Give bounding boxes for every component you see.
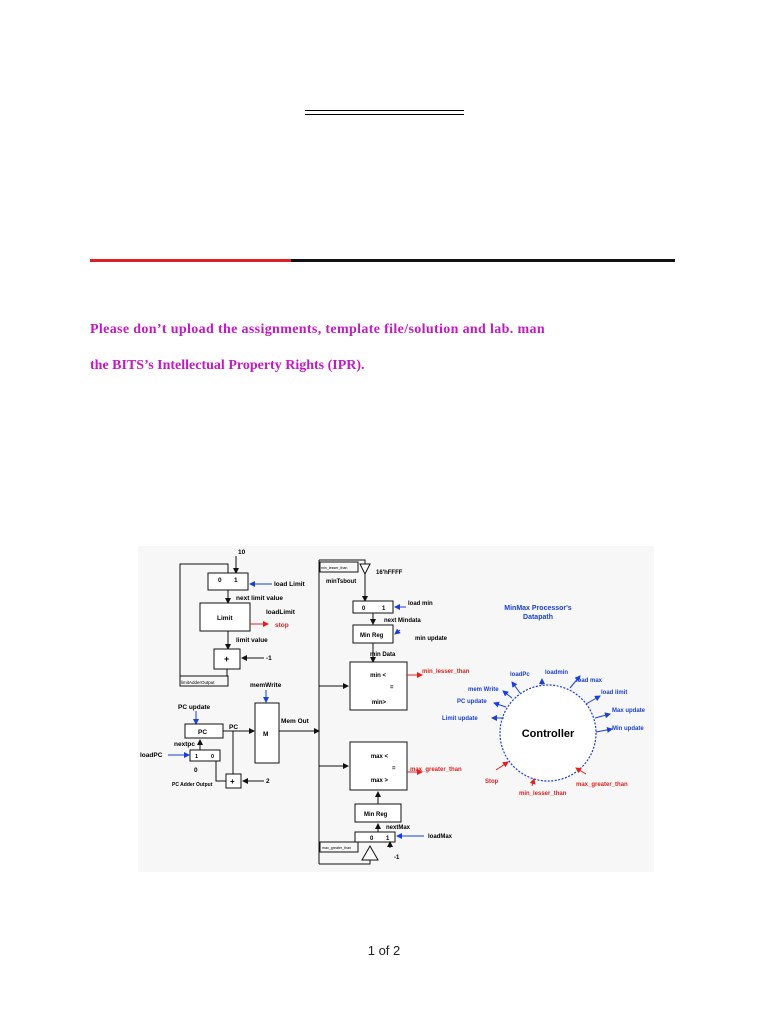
min-update-signal: min update bbox=[415, 636, 448, 642]
min-lesser-than-small: min_lesser_than bbox=[321, 566, 347, 570]
next-mindata-label: next Mindata bbox=[384, 618, 421, 624]
memwrite-signal: memWrite bbox=[250, 682, 282, 689]
diagram-title-line1: MinMax Processor's bbox=[504, 605, 572, 612]
min-cmp-gt: min> bbox=[372, 700, 387, 706]
max-comparator bbox=[349, 741, 408, 791]
max-mux-in0: 0 bbox=[370, 836, 374, 842]
max-minus-one: -1 bbox=[394, 855, 400, 861]
limit-mux-in1: 1 bbox=[234, 577, 238, 584]
min-cmp-eq: = bbox=[390, 685, 394, 691]
ctrl-in-max-greater-than: max_greater_than bbox=[576, 782, 628, 788]
max-cmp-eq: = bbox=[392, 766, 396, 772]
diagram-title-line2: Datapath bbox=[523, 614, 553, 621]
max-mux-in1: 1 bbox=[386, 836, 390, 842]
pc-zero-label: 0 bbox=[194, 767, 198, 774]
pc-adder-symbol: + bbox=[230, 777, 235, 786]
max-cmp-gt: max > bbox=[371, 778, 389, 784]
ctrl-out-load-limit: load limit bbox=[601, 690, 627, 696]
limit-register-label: Limit bbox=[217, 615, 233, 622]
next-max-label: nextMax bbox=[386, 825, 411, 831]
min-data-label: min Data bbox=[370, 652, 396, 658]
divider-red-segment bbox=[90, 259, 291, 262]
min-cmp-lt: min < bbox=[370, 673, 386, 679]
section-divider bbox=[90, 259, 675, 262]
memory-block bbox=[254, 702, 280, 764]
ctrl-out-min-update: Min update bbox=[612, 726, 644, 732]
ctrl-out-mem-write: mem Write bbox=[468, 687, 499, 693]
limit-mux-in0: 0 bbox=[218, 577, 222, 584]
controller-circle bbox=[499, 684, 597, 782]
pc-mux-in0: 0 bbox=[211, 754, 214, 760]
ctrl-out-pc-update: PC update bbox=[457, 699, 487, 705]
loadpc-signal: loadPC bbox=[140, 752, 163, 759]
min-mux bbox=[352, 600, 394, 614]
datapath-figure: 10 0 1 load Limit next limit value Limit… bbox=[138, 546, 654, 872]
memory-section: memWrite M Mem Out bbox=[250, 560, 349, 864]
title-underline bbox=[305, 110, 464, 115]
nextpc-label: nextpc bbox=[174, 741, 195, 748]
mints-bout-label: minTsbout bbox=[326, 579, 356, 585]
stop-signal: stop bbox=[275, 622, 289, 629]
memory-label: M bbox=[263, 731, 268, 738]
pc-output-label: PC bbox=[229, 724, 238, 731]
max-section: max < = max > max_greater_than Min Reg n… bbox=[319, 741, 462, 865]
min-const-label: 16'hFFFF bbox=[376, 570, 403, 576]
pc-section: PC update PC PC nextpc loadPC 1 0 0 + 2 … bbox=[140, 704, 270, 789]
const-10-label: 10 bbox=[238, 549, 246, 556]
load-limit-signal: load Limit bbox=[274, 581, 306, 588]
notice-line-1: Please don’t upload the assignments, tem… bbox=[90, 322, 545, 337]
ctrl-out-loadmin: loadmin bbox=[545, 670, 568, 676]
ctrl-in-stop: Stop bbox=[485, 779, 499, 785]
ctrl-out-max-update: Max update bbox=[612, 708, 646, 714]
max-greater-than-small: max_greater_than bbox=[322, 846, 351, 850]
page-indicator: 1 of 2 bbox=[367, 943, 401, 958]
limit-section: 10 0 1 load Limit next limit value Limit… bbox=[179, 549, 306, 687]
limit-mux bbox=[207, 572, 249, 591]
pc-register-label: PC bbox=[198, 729, 207, 736]
limit-adder-output-label: limitAdderOutput bbox=[181, 680, 215, 685]
controller-label: Controller bbox=[522, 728, 575, 740]
max-greater-than-signal: max_greater_than bbox=[410, 767, 462, 773]
max-cmp-lt: max < bbox=[371, 754, 389, 760]
pc-two-label: 2 bbox=[266, 778, 270, 785]
min-mux-in1: 1 bbox=[382, 606, 386, 612]
max-register-label: Min Reg bbox=[364, 812, 388, 818]
limit-register bbox=[199, 602, 251, 632]
max-register bbox=[354, 803, 402, 823]
min-mux-in0: 0 bbox=[362, 606, 366, 612]
divider-black-segment bbox=[291, 259, 675, 262]
pc-mux bbox=[189, 749, 221, 762]
ctrl-in-min-lesser-than: min_lesser_than bbox=[519, 791, 567, 797]
limit-adder-symbol: + bbox=[224, 654, 229, 664]
min-comparator bbox=[349, 661, 408, 711]
load-min-signal: load min bbox=[408, 601, 433, 607]
mem-out-label: Mem Out bbox=[281, 718, 310, 725]
min-section: min_lesser_than 16'hFFFF minTsbout 0 1 l… bbox=[319, 559, 470, 711]
min-register-label: Min Reg bbox=[360, 633, 384, 639]
max-mux bbox=[354, 831, 396, 843]
controller-section: MinMax Processor's Datapath Controller l… bbox=[442, 605, 646, 797]
pc-mux-in1: 1 bbox=[195, 754, 198, 760]
ctrl-out-load-max: load max bbox=[576, 678, 603, 684]
load-max-signal: loadMax bbox=[428, 834, 453, 840]
load-limit-ctrl-label: loadLimit bbox=[266, 609, 296, 616]
datapath-diagram: 10 0 1 load Limit next limit value Limit… bbox=[138, 546, 654, 872]
ctrl-out-loadpc: loadPc bbox=[510, 672, 530, 678]
min-lesser-than-signal: min_lesser_than bbox=[422, 669, 470, 675]
notice-line-2: the BITS’s Intellectual Property Rights … bbox=[90, 358, 365, 373]
limit-minus-one: -1 bbox=[266, 655, 272, 662]
next-limit-value-label: next limit value bbox=[236, 595, 283, 602]
pc-adder-output-label: PC Adder Output bbox=[172, 782, 213, 788]
limit-value-label: limit value bbox=[236, 637, 268, 644]
pc-update-signal: PC update bbox=[178, 704, 211, 711]
ctrl-out-limit-update: Limit update bbox=[442, 716, 478, 722]
